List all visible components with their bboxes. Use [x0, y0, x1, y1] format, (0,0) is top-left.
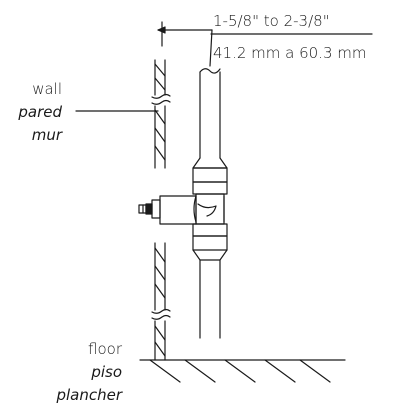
floor-line	[139, 359, 346, 383]
valve-assembly	[138, 195, 197, 225]
pipe-lower	[199, 259, 221, 339]
dimension-metric-label: 41.2 mm a 60.3 mm	[213, 44, 367, 62]
floor-label-en: floor	[88, 340, 123, 358]
wall-label-fr: mur	[32, 126, 63, 144]
wall-label-es: pared	[17, 103, 62, 121]
upper-coupling	[192, 157, 228, 195]
wall-label-en: wall	[32, 80, 62, 98]
tee-fitting	[193, 193, 225, 225]
wall-stud-lower	[151, 242, 171, 361]
pipe-upper	[199, 68, 221, 159]
lower-coupling	[192, 223, 228, 261]
floor-label-es: piso	[90, 363, 122, 381]
dimension-callout	[157, 21, 373, 67]
wall-stud-upper	[151, 59, 171, 169]
floor-label-fr: plancher	[55, 386, 122, 404]
dimension-imperial-label: 1-5/8" to 2-3/8"	[213, 12, 330, 30]
dimension-leader	[209, 29, 213, 67]
